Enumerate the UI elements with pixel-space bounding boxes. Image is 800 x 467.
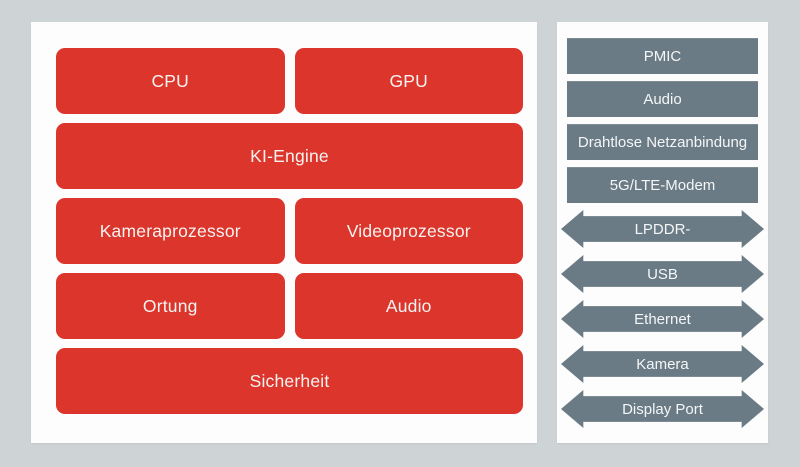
arrow-kamera: Kamera (561, 345, 764, 383)
soc-row-4: Ortung Audio (56, 273, 523, 339)
arrow-lpddr: LPDDR- (561, 210, 764, 248)
arrow-usb: USB (561, 255, 764, 293)
arrow-kamera-label: Kamera (636, 355, 689, 373)
soc-row-3: Kameraprozessor Videoprozessor (56, 198, 523, 264)
block-audio-io: Audio (567, 81, 758, 117)
arrow-ethernet-label: Ethernet (634, 310, 691, 328)
soc-panel: CPU GPU KI-Engine Kameraprozessor Videop… (31, 22, 537, 443)
block-5g-lte-modem: 5G/LTE-Modem (567, 167, 758, 203)
block-ortung: Ortung (56, 273, 285, 339)
block-audio: Audio (294, 273, 523, 339)
arrow-display-port: Display Port (561, 390, 764, 428)
block-gpu: GPU (294, 48, 523, 114)
soc-row-5: Sicherheit (56, 348, 523, 414)
arrow-lpddr-label: LPDDR- (634, 220, 691, 238)
block-sicherheit: Sicherheit (56, 348, 523, 414)
block-videoprozessor: Videoprozessor (294, 198, 523, 264)
block-pmic: PMIC (567, 38, 758, 74)
block-kameraprozessor: Kameraprozessor (56, 198, 285, 264)
soc-row-2: KI-Engine (56, 123, 523, 189)
io-panel: PMIC Audio Drahtlose Netzanbindung 5G/LT… (557, 22, 768, 443)
block-cpu: CPU (56, 48, 285, 114)
block-ki-engine: KI-Engine (56, 123, 523, 189)
arrow-display-port-label: Display Port (622, 400, 703, 418)
soc-row-1: CPU GPU (56, 48, 523, 114)
arrow-ethernet: Ethernet (561, 300, 764, 338)
arrow-usb-label: USB (647, 265, 678, 283)
block-drahtlose-netzanbindung: Drahtlose Netzanbindung (567, 124, 758, 160)
